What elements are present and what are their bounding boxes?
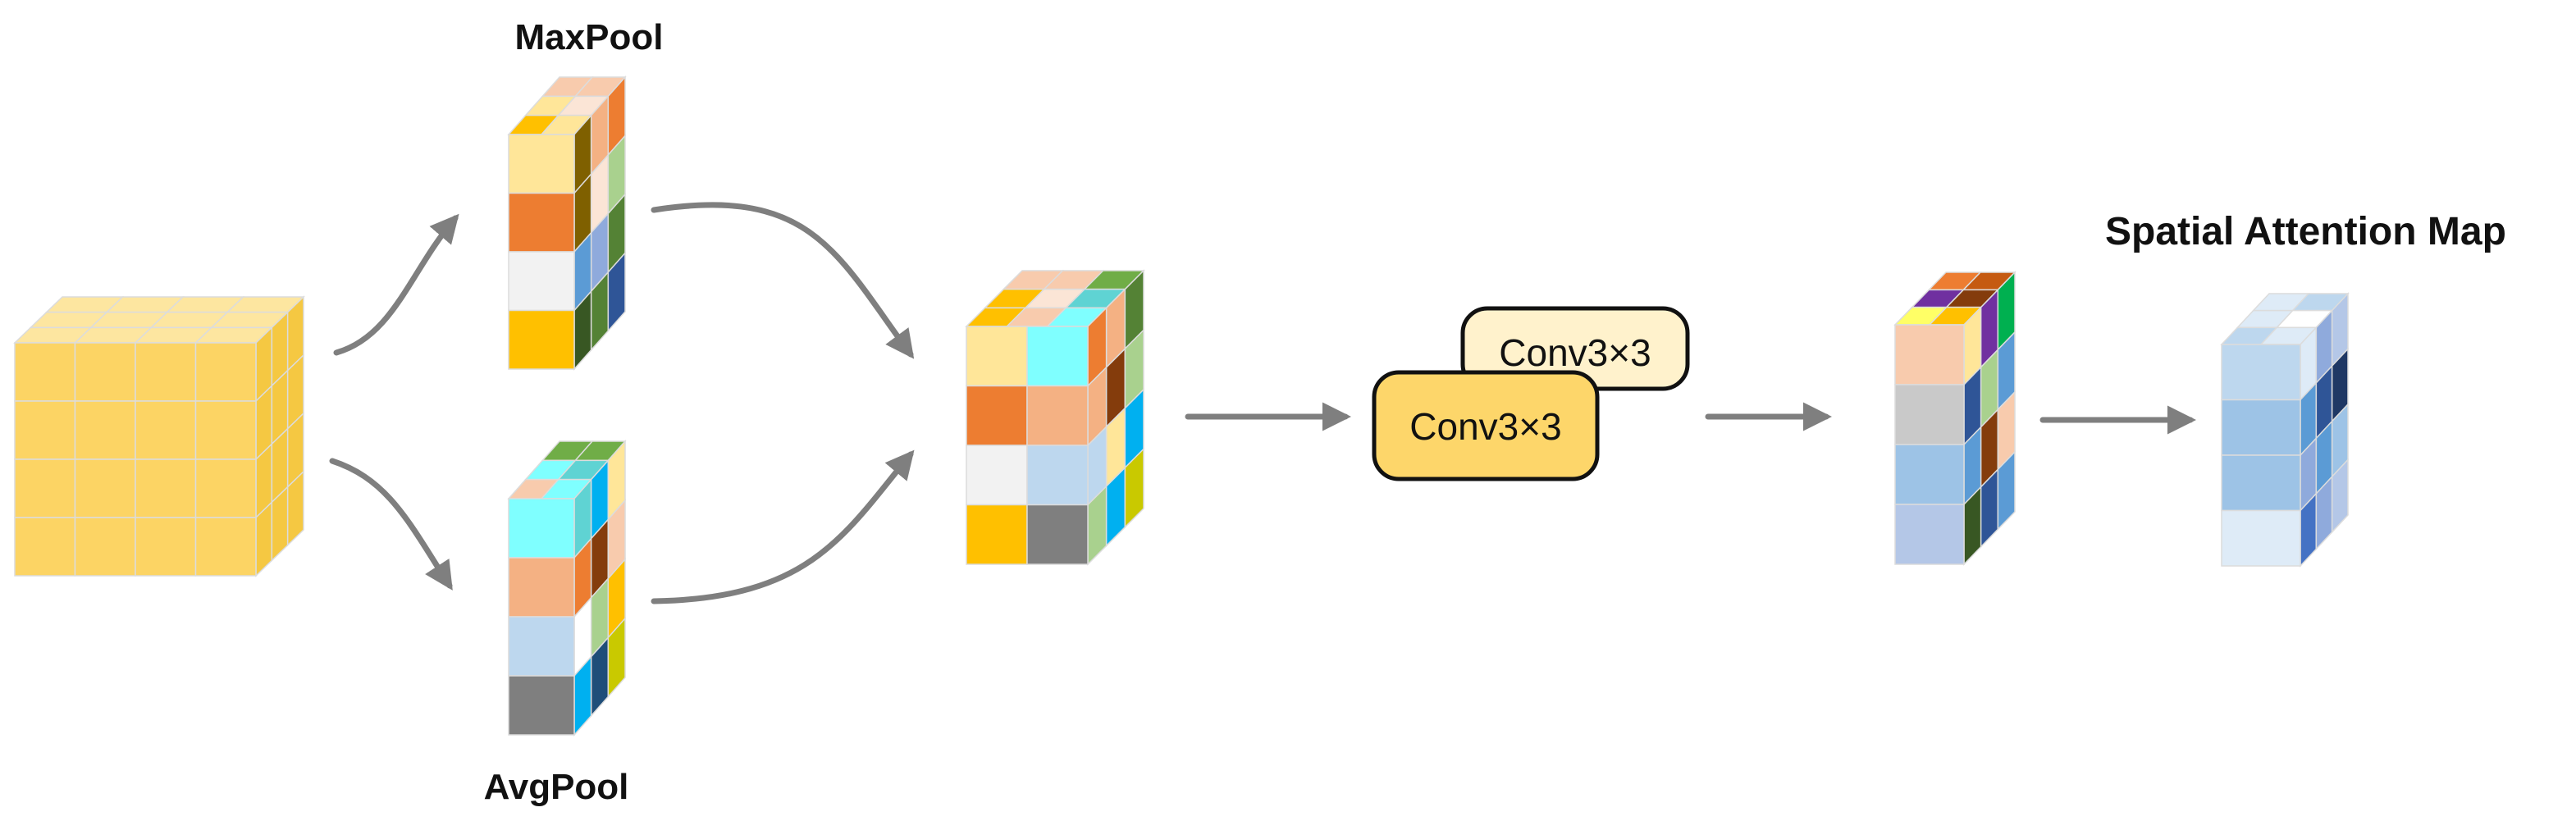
maxpool-label: MaxPool (515, 17, 664, 57)
block-front-cell (508, 675, 575, 736)
block-side-cell (607, 617, 626, 699)
block-front-cell (135, 342, 197, 402)
block-front-cell (2221, 344, 2301, 401)
avgpool-label: AvgPool (484, 767, 629, 807)
block-side-cell (1997, 450, 2016, 531)
input-feature-block (13, 295, 305, 577)
block-front-cell (508, 134, 575, 194)
curved-arrow-avgpool-to-concat (651, 449, 915, 604)
block-front-cell (1894, 324, 1965, 385)
block-front-cell (194, 517, 257, 577)
conv-front-box: Conv3×3 (1372, 370, 1600, 481)
post-conv-feature-block (1893, 271, 2016, 566)
spatial-attention-map-label: Spatial Attention Map (2105, 210, 2506, 253)
block-front-cell (1894, 384, 1965, 445)
block-front-cell (1026, 326, 1089, 387)
spatial-attention-map-block (2220, 292, 2350, 568)
block-front-cell (2221, 399, 2301, 456)
concatenated-feature-block (965, 269, 1145, 566)
block-front-cell (74, 400, 136, 460)
block-front-cell (14, 517, 76, 577)
block-front-cell (966, 326, 1028, 387)
conv-front-label: Conv3×3 (1409, 405, 1561, 448)
block-front-cell (508, 192, 575, 253)
block-front-cell (14, 342, 76, 402)
conv-back-label: Conv3×3 (1499, 331, 1651, 374)
block-front-cell (194, 458, 257, 518)
block-front-cell (1894, 504, 1965, 565)
block-front-cell (966, 445, 1028, 506)
curved-arrow-maxpool-to-concat (651, 202, 915, 359)
block-front-cell (135, 517, 197, 577)
block-front-cell (74, 458, 136, 518)
block-front-cell (135, 458, 197, 518)
curved-arrow-to-avgpool (329, 458, 453, 591)
block-front-cell (508, 616, 575, 677)
block-side-cell (2331, 458, 2349, 534)
block-front-cell (74, 517, 136, 577)
block-front-cell (508, 498, 575, 559)
block-front-cell (966, 504, 1028, 565)
block-front-cell (966, 385, 1028, 446)
block-front-cell (74, 342, 136, 402)
block-front-cell (1894, 444, 1965, 505)
block-front-cell (14, 400, 76, 460)
maxpool-feature-block (507, 75, 627, 371)
block-front-cell (1026, 445, 1089, 506)
block-front-cell (2221, 454, 2301, 512)
block-front-cell (508, 251, 575, 312)
curved-arrow-to-maxpool (333, 213, 459, 356)
block-side-cell (607, 251, 626, 333)
avgpool-feature-block (507, 440, 627, 737)
block-front-cell (14, 458, 76, 518)
block-side-cell (286, 470, 304, 547)
block-front-cell (1026, 504, 1089, 565)
block-front-cell (508, 557, 575, 618)
block-front-cell (508, 309, 575, 370)
block-front-cell (194, 400, 257, 460)
block-front-cell (2221, 509, 2301, 567)
block-side-cell (1124, 447, 1144, 529)
block-front-cell (135, 400, 197, 460)
block-front-cell (1026, 385, 1089, 446)
block-front-cell (194, 342, 257, 402)
conv-back-box: Conv3×3 (1460, 306, 1690, 391)
